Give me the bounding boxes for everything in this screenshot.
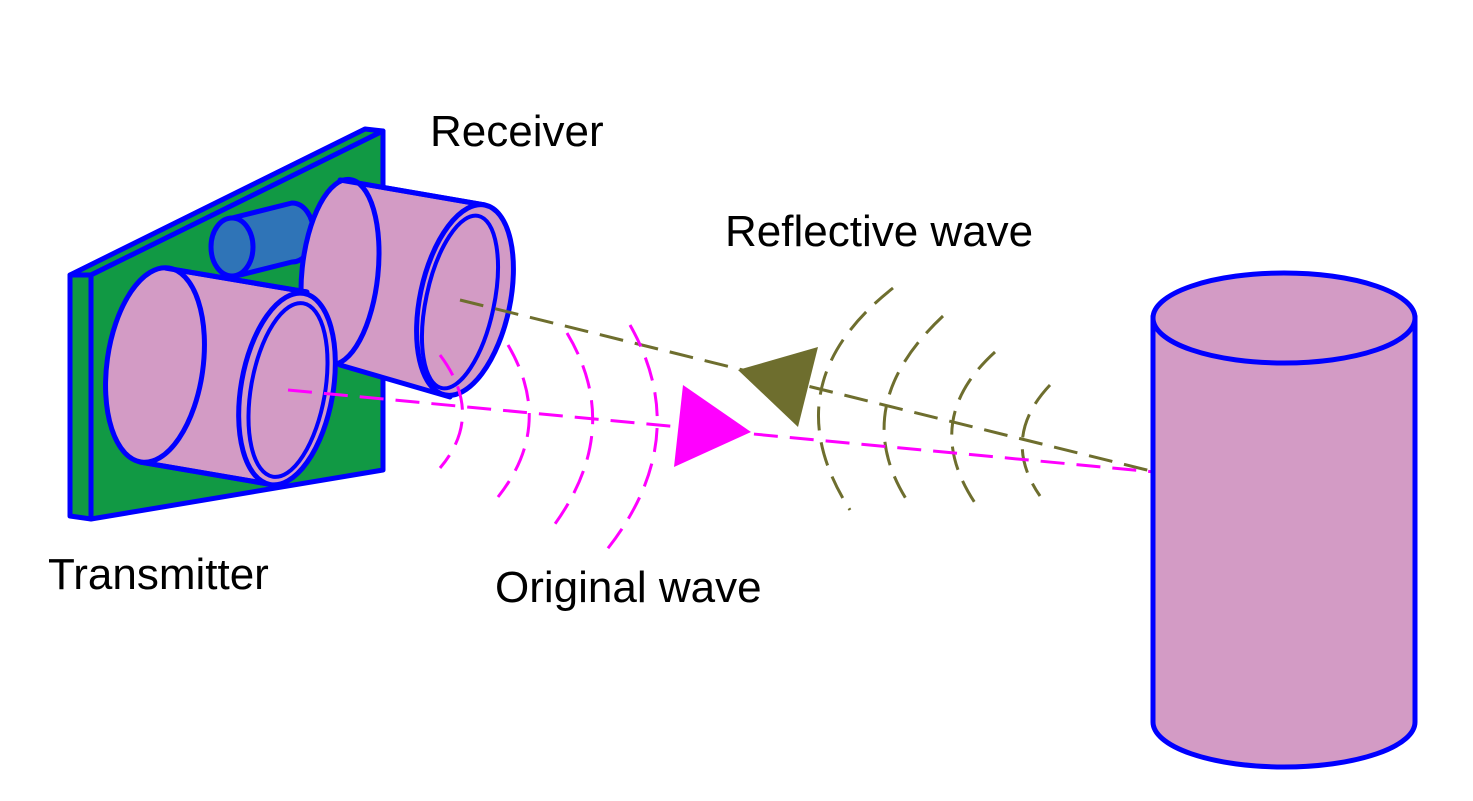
- target-top: [1150, 270, 1418, 366]
- original-wave-arc-2: [496, 344, 531, 498]
- board-edge: [67, 272, 94, 522]
- receiver-label: Receiver: [430, 107, 604, 156]
- reflective-wave-arc-1: [817, 286, 894, 511]
- reflective-wave: [459, 286, 1156, 511]
- original-wave-arc-3: [550, 332, 595, 529]
- reflective-wave-arc-4: [1020, 383, 1052, 497]
- target-object: [1150, 270, 1418, 770]
- target-body: [1150, 315, 1418, 770]
- reflective-wave-arc-2: [882, 314, 945, 506]
- reflective-wave-label: Reflective wave: [725, 207, 1034, 256]
- original-wave-label: Original wave: [495, 563, 762, 612]
- receiver-body-top: [339, 177, 486, 208]
- receiver-face: [420, 213, 500, 391]
- original-wave-arc-1: [438, 354, 464, 469]
- transmitter-transducer: [103, 265, 338, 489]
- reflective-wave-line: [459, 298, 1156, 474]
- transmitter-body-lines: [139, 265, 308, 489]
- reflective-wave-arrow: [738, 347, 818, 427]
- original-wave-arc-4: [603, 324, 659, 553]
- transmitter-label: Transmitter: [48, 550, 269, 599]
- reflective-wave-arc-3: [950, 350, 997, 504]
- crystal-oscillator: [208, 200, 316, 281]
- crystal-cap: [208, 215, 256, 279]
- original-wave-arrow: [674, 385, 751, 467]
